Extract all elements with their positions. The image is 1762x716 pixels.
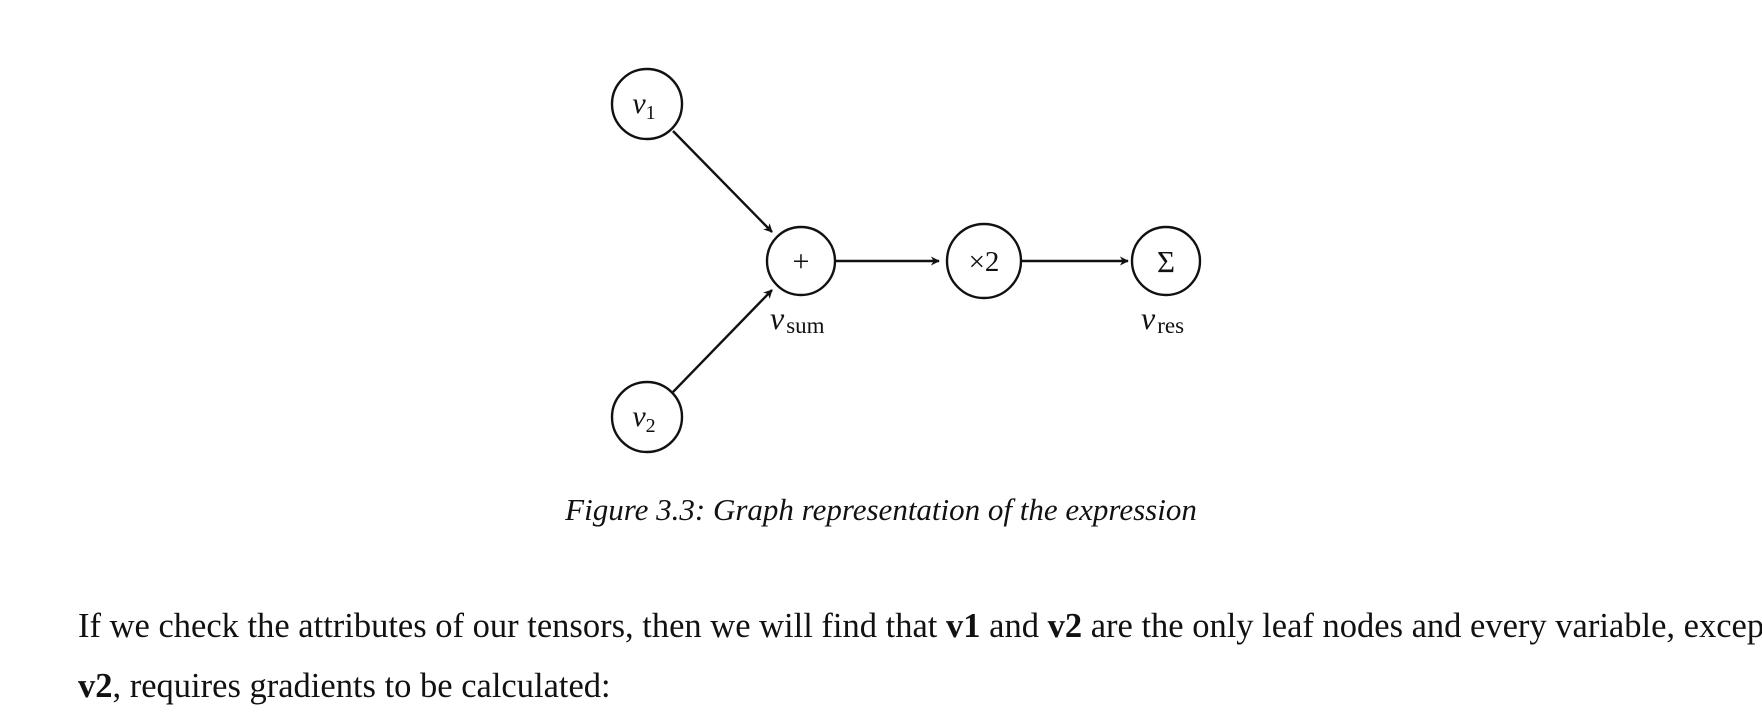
node-sigma-label: Σ <box>1157 244 1175 279</box>
vsum-annotation: vsum <box>770 300 825 338</box>
edge-v1-to-plus <box>672 130 773 233</box>
node-v2-label: v <box>632 400 646 433</box>
vsum-subscript: sum <box>786 313 824 338</box>
node-v1-subscript: 1 <box>646 102 656 124</box>
node-v2-subscript: 2 <box>646 415 656 437</box>
node-times2: ×2 <box>945 222 1023 300</box>
node-times2-label: ×2 <box>969 246 1000 278</box>
paragraph-text-3: are the only leaf nodes and every variab… <box>1082 607 1762 645</box>
edge-v2-to-plus <box>672 289 773 393</box>
svg-text:v1: v1 <box>632 87 655 124</box>
paragraph-text-2: and <box>980 607 1048 645</box>
node-plus: + <box>765 225 837 297</box>
vres-subscript: res <box>1157 313 1184 338</box>
paragraph-bold-v2-second: v2 <box>78 667 113 705</box>
svg-text:v2: v2 <box>632 400 655 437</box>
vsum-main: v <box>770 300 785 336</box>
paragraph-text-4: , requires gradients to be calculated: <box>112 667 611 705</box>
vres-main: v <box>1141 300 1156 336</box>
node-v1-label: v <box>632 87 646 120</box>
paragraph-text-1: If we check the attributes of our tensor… <box>78 607 946 645</box>
body-paragraph: If we check the attributes of our tensor… <box>78 596 1762 716</box>
node-v1: v1 <box>610 67 684 141</box>
computation-graph-figure: v1 v2 + ×2 Σ vsum vres <box>610 67 1202 454</box>
node-plus-label: + <box>793 245 810 278</box>
vres-annotation: vres <box>1141 300 1184 338</box>
paragraph-bold-v2: v2 <box>1047 607 1083 645</box>
paragraph-bold-v1: v1 <box>946 607 981 645</box>
node-v2: v2 <box>610 380 684 454</box>
figure-caption: Figure 3.3: Graph representation of the … <box>565 492 1197 527</box>
node-sigma: Σ <box>1130 225 1202 297</box>
